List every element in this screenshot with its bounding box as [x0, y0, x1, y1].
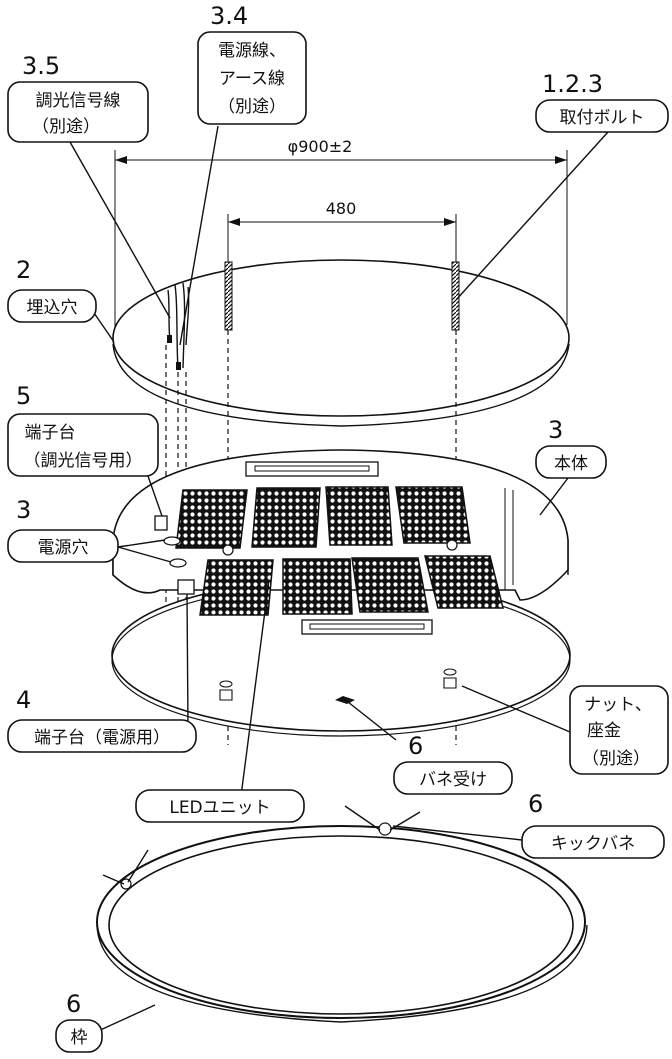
callout-label: 本体: [554, 454, 588, 474]
callout-led-unit: LEDユニット: [135, 789, 305, 823]
terminal-and-holes: [154, 515, 195, 595]
kick-springs: [102, 805, 421, 890]
callout-number: 6: [66, 990, 81, 1018]
callout-label: アース線: [219, 69, 285, 89]
callout-label: （別途）: [32, 117, 100, 137]
frame-ring: [96, 825, 588, 1023]
callout-label: 電源線、: [218, 41, 286, 61]
callout-number: 3.4: [210, 2, 248, 30]
callout-number: 6: [528, 790, 543, 818]
callout-number: 3: [16, 496, 31, 524]
callout-label: 端子台: [25, 423, 76, 443]
callout-number: 5: [16, 382, 31, 410]
nuts-and-washers: [219, 668, 457, 701]
bolt-spacing-dimension: 480: [227, 199, 457, 262]
callout-mount-bolt: 1.2.3 取付ボルト: [535, 70, 669, 133]
bolt-spacing-label: 480: [326, 199, 357, 218]
callout-number: 1.2.3: [542, 70, 603, 98]
spring-receiver-part: [335, 696, 355, 704]
leader-lines: [69, 125, 609, 1033]
callout-dimming-wire: 3.5 調光信号線 （別途）: [7, 52, 149, 143]
callout-frame: 6 枠: [55, 990, 103, 1053]
callout-label: LEDユニット: [169, 798, 270, 818]
callout-number: 2: [16, 256, 31, 284]
callout-label: （別途）: [218, 97, 286, 117]
callout-number: 3.5: [22, 52, 60, 80]
callout-recess-hole: 2 埋込穴: [7, 256, 97, 323]
callout-spring-receiver: 6 バネ受け: [393, 732, 513, 795]
callout-label: 座金: [587, 721, 621, 741]
callout-terminal-dimming: 5 端子台 （調光信号用）: [7, 382, 159, 477]
callout-label: 埋込穴: [27, 298, 78, 318]
callout-label: 電源穴: [38, 538, 89, 558]
callout-power-wire: 3.4 電源線、 アース線 （別途）: [197, 2, 307, 125]
callout-terminal-power: 4 端子台（電源用）: [7, 686, 197, 753]
callout-label: バネ受け: [419, 770, 487, 790]
callout-label: ナット、: [584, 695, 652, 715]
outer-diameter-dimension: φ900±2: [114, 134, 568, 330]
callout-number: 4: [16, 686, 31, 714]
callout-number: 3: [548, 416, 563, 444]
callout-label: （調光信号用）: [24, 451, 143, 471]
callout-label: 調光信号線: [36, 91, 121, 111]
callout-label: 枠: [71, 1028, 88, 1048]
callout-main-body: 3 本体: [535, 416, 607, 479]
callout-label: （別途）: [582, 749, 650, 769]
outer-diameter-label: φ900±2: [288, 137, 353, 156]
callout-number: 6: [408, 732, 423, 760]
callout-label: 取付ボルト: [560, 108, 645, 128]
callout-kick-spring: 6 キックバネ: [521, 790, 665, 859]
callout-label: 端子台（電源用）: [34, 728, 170, 748]
callout-power-hole: 3 電源穴: [7, 496, 119, 563]
ceiling-recess-hole: [112, 259, 570, 427]
callout-nut-washer: ナット、 座金 （別途）: [569, 685, 669, 775]
led-unit-panels: [175, 486, 504, 616]
callout-label: キックバネ: [551, 834, 635, 854]
